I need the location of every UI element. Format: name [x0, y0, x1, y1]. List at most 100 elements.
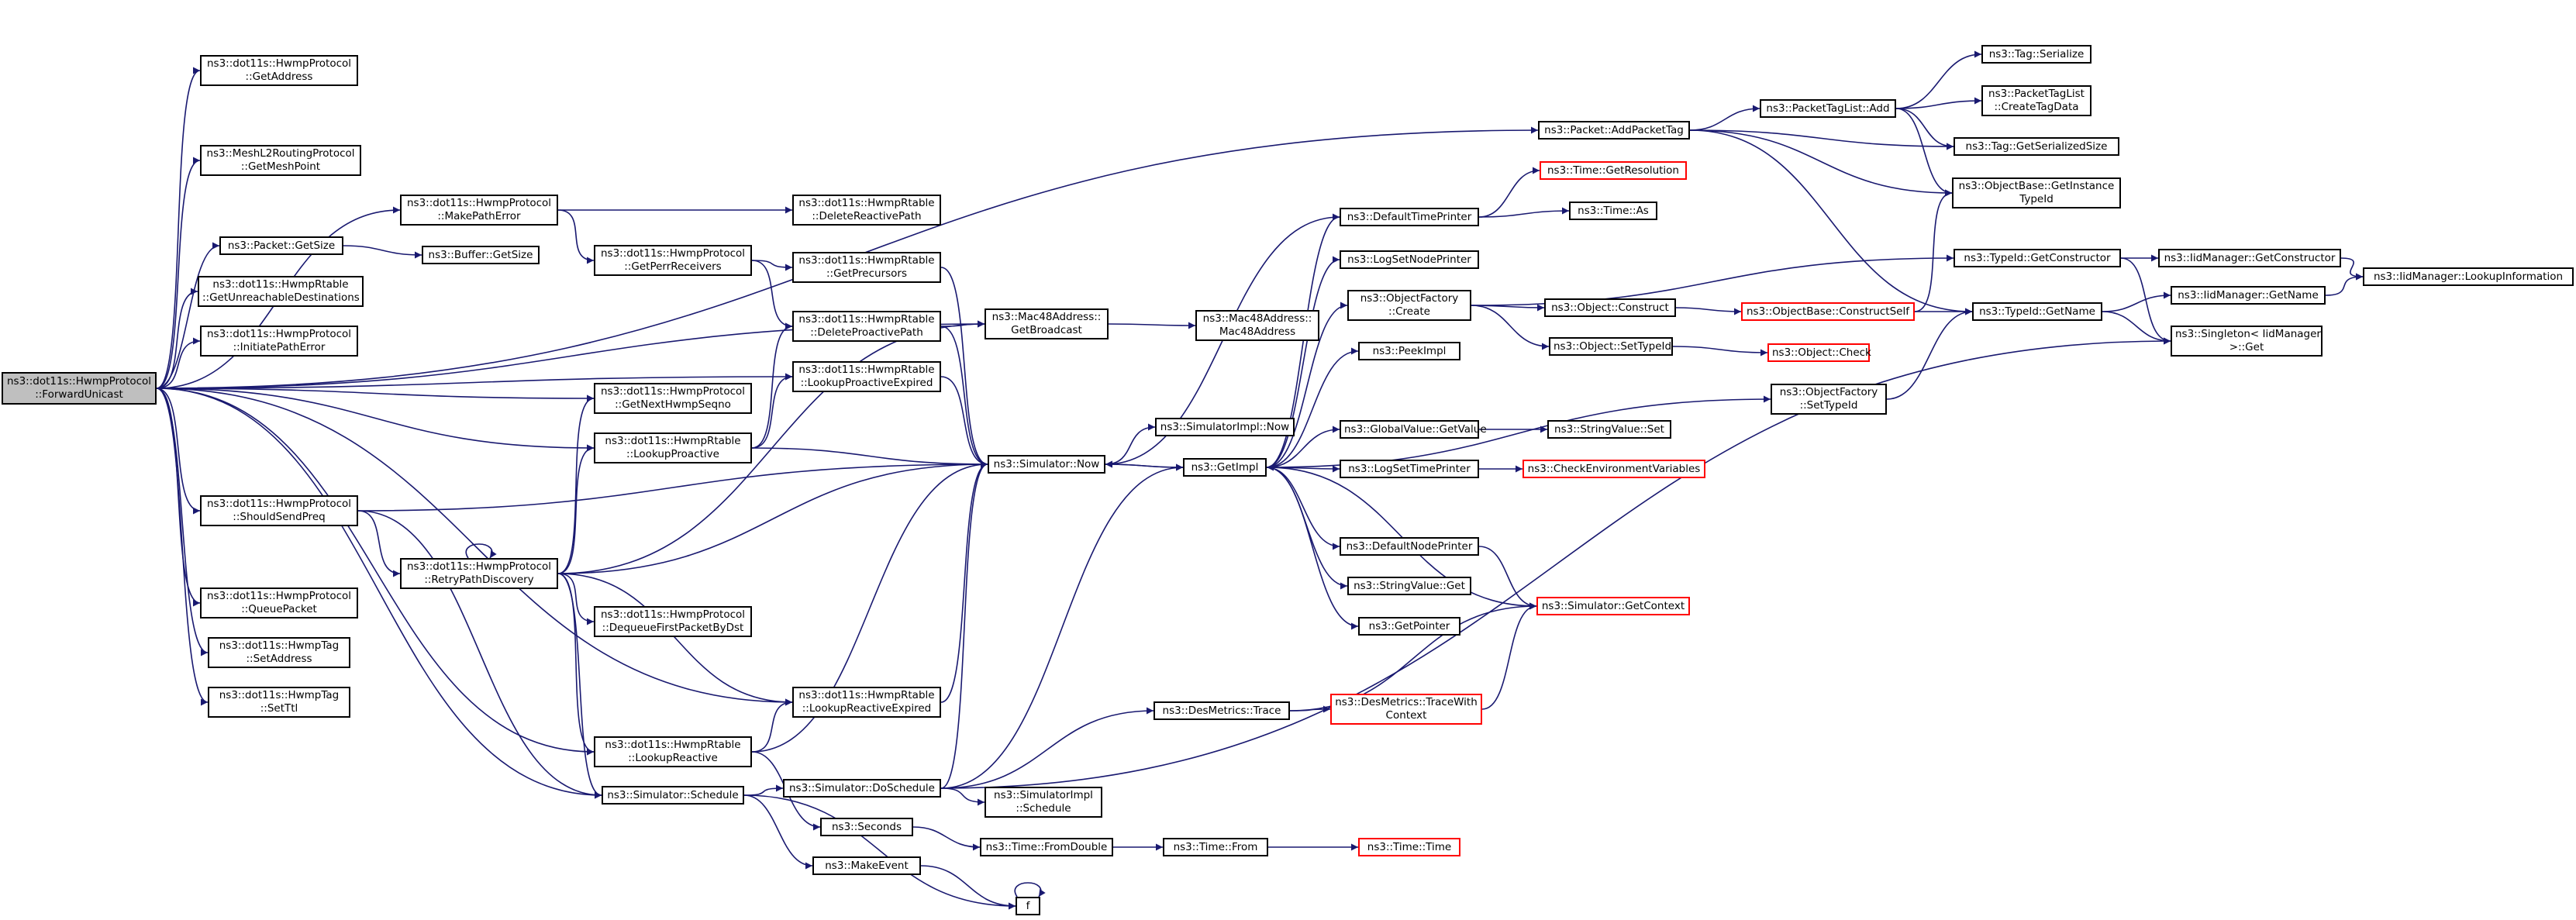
node-queue-packet[interactable]: ns3::dot11s::HwmpProtocol::QueuePacket — [200, 587, 358, 619]
node-string-value-set[interactable]: ns3::StringValue::Set — [1547, 420, 1671, 439]
node-get-precursors[interactable]: ns3::dot11s::HwmpRtable::GetPrecursors — [792, 252, 941, 283]
edge-get_perr_receivers-to-get_precursors — [751, 260, 793, 271]
edge-packet_add_tag-to-tag_get_size — [1689, 129, 1954, 150]
node-log-set-time-printer[interactable]: ns3::LogSetTimePrinter — [1340, 460, 1479, 478]
node-dequeue-first-packet[interactable]: ns3::dot11s::HwmpProtocol::DequeueFirstP… — [594, 606, 752, 637]
node-get-unreachable-destinations[interactable]: ns3::dot11s::HwmpRtable::GetUnreachableD… — [198, 276, 364, 307]
node-typeid-get-constructor[interactable]: ns3::TypeId::GetConstructor — [1954, 249, 2121, 267]
node-iidmanager-get-constructor[interactable]: ns3::IidManager::GetConstructor — [2158, 249, 2341, 267]
node-simulator-do-schedule[interactable]: ns3::Simulator::DoSchedule — [783, 779, 941, 798]
node-initiate-path-error[interactable]: ns3::dot11s::HwmpProtocol::InitiatePathE… — [200, 326, 358, 357]
node-buffer-get-size[interactable]: ns3::Buffer::GetSize — [422, 246, 540, 264]
node-lookup-reactive-expired[interactable]: ns3::dot11s::HwmpRtable::LookupReactiveE… — [792, 687, 941, 718]
node-singleton-iidmanager-get[interactable]: ns3::Singleton< IidManager >::Get — [2171, 326, 2323, 357]
node-mac48-constructor[interactable]: ns3::Mac48Address::Mac48Address — [1195, 310, 1319, 341]
node-hwmp-get-address[interactable]: ns3::dot11s::HwmpProtocol::GetAddress — [200, 55, 358, 86]
node-global-value-get-value[interactable]: ns3::GlobalValue::GetValue — [1340, 420, 1487, 439]
node-packet-tag-list-add[interactable]: ns3::PacketTagList::Add — [1760, 99, 1896, 118]
node-packet-get-size[interactable]: ns3::Packet::GetSize — [219, 236, 343, 255]
node-time-from[interactable]: ns3::Time::From — [1163, 838, 1268, 856]
edge-typeid_get_name-to-iid_get_name — [2102, 291, 2171, 312]
edge-root-to-lookup_proactive_expired — [156, 373, 793, 389]
node-iidmanager-lookup-information[interactable]: ns3::IidManager::LookupInformation — [2363, 267, 2574, 286]
node-simulatorimpl-now[interactable]: ns3::SimulatorImpl::Now — [1155, 418, 1295, 436]
edge-lookup_proactive-to-delete_proactive — [751, 322, 793, 449]
node-should-send-preq[interactable]: ns3::dot11s::HwmpProtocol::ShouldSendPre… — [200, 495, 358, 526]
node-object-factory-set-typeid[interactable]: ns3::ObjectFactory::SetTypeId — [1771, 384, 1887, 415]
node-get-pointer[interactable]: ns3::GetPointer — [1358, 617, 1460, 636]
node-simulator-schedule[interactable]: ns3::Simulator::Schedule — [602, 786, 744, 805]
node-tag-get-serialized-size[interactable]: ns3::Tag::GetSerializedSize — [1954, 137, 2119, 156]
node-mesh-get-mesh-point[interactable]: ns3::MeshL2RoutingProtocol::GetMeshPoint — [200, 145, 361, 176]
node-time-time[interactable]: ns3::Time::Time — [1358, 838, 1460, 856]
edge-iid_get_ctor-to-iid_lookup — [2340, 257, 2364, 281]
node-peek-impl[interactable]: ns3::PeekImpl — [1358, 342, 1460, 360]
node-create-tag-data[interactable]: ns3::PacketTagList::CreateTagData — [1981, 85, 2091, 116]
edge-tag_list_add-to-create_tag_data — [1895, 97, 1982, 109]
node-mac48-get-broadcast[interactable]: ns3::Mac48Address::GetBroadcast — [985, 308, 1109, 339]
node-simulator-get-context[interactable]: ns3::Simulator::GetContext — [1536, 597, 1690, 615]
node-object-base-construct-self[interactable]: ns3::ObjectBase::ConstructSelf — [1741, 302, 1915, 321]
edge-tag_list_add-to-get_instance_typeid — [1895, 108, 1953, 197]
edge-sim_get_context-to-get_impl — [1266, 463, 1537, 607]
node-time-from-double[interactable]: ns3::Time::FromDouble — [980, 838, 1113, 856]
node-make-path-error[interactable]: ns3::dot11s::HwmpProtocol::MakePathError — [400, 195, 558, 226]
node-iidmanager-get-name[interactable]: ns3::IidManager::GetName — [2171, 286, 2326, 305]
node-typeid-get-name[interactable]: ns3::TypeId::GetName — [1972, 302, 2102, 321]
node-get-next-hwmp-seqno[interactable]: ns3::dot11s::HwmpProtocol::GetNextHwmpSe… — [594, 383, 752, 414]
node-get-impl[interactable]: ns3::GetImpl — [1183, 458, 1267, 477]
node-object-construct[interactable]: ns3::Object::Construct — [1544, 298, 1676, 317]
edge-object_factory_create-to-object_set_typeid — [1471, 305, 1550, 350]
edge-root-to-should_send_preq — [156, 388, 201, 515]
node-default-node-printer[interactable]: ns3::DefaultNodePrinter — [1340, 537, 1479, 556]
node-make-event[interactable]: ns3::MakeEvent — [812, 856, 921, 875]
node-check-environment-variables[interactable]: ns3::CheckEnvironmentVariables — [1522, 460, 1705, 478]
edge-get_impl-to-peek_impl — [1266, 347, 1359, 468]
edge-should_send_preq-to-retry_path_discovery — [357, 510, 401, 577]
edge-make_path_error-to-get_perr_receivers — [557, 209, 595, 264]
node-packet-add-packet-tag[interactable]: ns3::Packet::AddPacketTag — [1538, 121, 1690, 140]
node-des-metrics-trace[interactable]: ns3::DesMetrics::Trace — [1154, 701, 1290, 720]
edge-lookup_reactive-to-sim_now — [751, 460, 988, 753]
node-delete-reactive-path[interactable]: ns3::dot11s::HwmpRtable::DeleteReactiveP… — [792, 195, 941, 226]
node-object-factory-create[interactable]: ns3::ObjectFactory::Create — [1347, 290, 1471, 321]
edge-des_trace-to-des_trace_ctx — [1289, 705, 1331, 713]
node-delete-proactive-path[interactable]: ns3::dot11s::HwmpRtable::DeleteProactive… — [792, 311, 941, 342]
edge-lookup_reactive_expired-to-sim_now — [940, 460, 988, 703]
node-lookup-proactive-expired[interactable]: ns3::dot11s::HwmpRtable::LookupProactive… — [792, 361, 941, 392]
edge-packet_add_tag-to-get_instance_typeid — [1689, 129, 1953, 197]
edge-retry_path_discovery-to-lookup_proactive — [557, 444, 595, 574]
node-tag-set-ttl[interactable]: ns3::dot11s::HwmpTag::SetTtl — [208, 687, 350, 718]
edge-construct_self-to-get_instance_typeid — [1914, 189, 1953, 312]
node-string-value-get[interactable]: ns3::StringValue::Get — [1347, 577, 1471, 595]
node-tag-serialize[interactable]: ns3::Tag::Serialize — [1981, 45, 2091, 64]
node-object-set-typeid[interactable]: ns3::Object::SetTypeId — [1549, 337, 1673, 356]
node-time-as[interactable]: ns3::Time::As — [1569, 202, 1657, 220]
edge-get_impl-to-default_time_printer — [1266, 213, 1340, 468]
node-object-check[interactable]: ns3::Object::Check — [1767, 343, 1871, 362]
node-lookup-proactive[interactable]: ns3::dot11s::HwmpRtable::LookupProactive — [594, 432, 752, 463]
edge-root-to-get_unreachable — [156, 288, 198, 389]
edge-default_node_printer-to-sim_get_context — [1478, 546, 1537, 610]
edge-packet_add_tag-to-tag_list_add — [1689, 105, 1760, 131]
node-f[interactable]: f — [1016, 897, 1040, 915]
node-seconds[interactable]: ns3::Seconds — [820, 818, 913, 836]
edge-sim_do_schedule-to-get_impl — [940, 463, 1184, 789]
edge-sim_do_schedule-to-des_trace — [940, 707, 1154, 789]
edge-retry_path_discovery-to-retry_path_discovery — [465, 543, 497, 559]
edge-sim_do_schedule-to-singleton_get — [940, 337, 2171, 789]
edge-packet_get_size-to-buffer_get_size — [343, 245, 422, 259]
node-simulator-now[interactable]: ns3::Simulator::Now — [988, 455, 1105, 474]
edge-lookup_proactive_expired-to-sim_now — [940, 376, 988, 468]
node-retry-path-discovery[interactable]: ns3::dot11s::HwmpProtocol::RetryPathDisc… — [400, 558, 558, 589]
node-time-get-resolution[interactable]: ns3::Time::GetResolution — [1540, 161, 1687, 180]
node-default-time-printer[interactable]: ns3::DefaultTimePrinter — [1340, 208, 1479, 226]
node-simulatorimpl-schedule[interactable]: ns3::SimulatorImpl::Schedule — [985, 787, 1102, 818]
node-lookup-reactive[interactable]: ns3::dot11s::HwmpRtable::LookupReactive — [594, 736, 752, 767]
node-get-perr-receivers[interactable]: ns3::dot11s::HwmpProtocol::GetPerrReceiv… — [594, 245, 752, 276]
node-root-forward-unicast[interactable]: ns3::dot11s::HwmpProtocol::ForwardUnicas… — [2, 372, 157, 405]
node-tag-set-address[interactable]: ns3::dot11s::HwmpTag::SetAddress — [208, 637, 350, 668]
node-log-set-node-printer[interactable]: ns3::LogSetNodePrinter — [1340, 250, 1479, 269]
